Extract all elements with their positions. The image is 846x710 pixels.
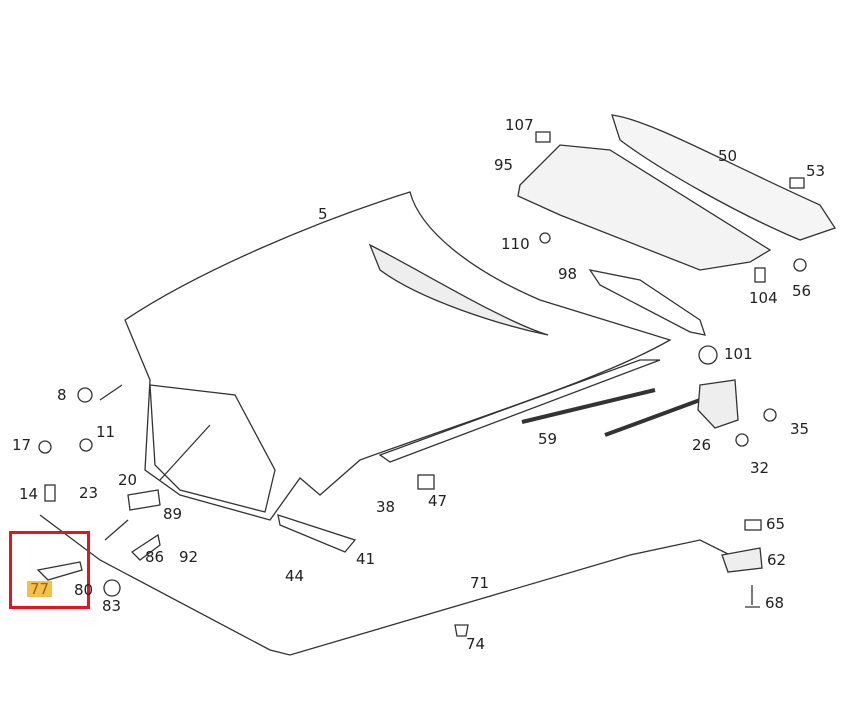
- part-label-41[interactable]: 41: [356, 550, 376, 568]
- part-label-101[interactable]: 101: [724, 345, 753, 363]
- lever-77: [36, 561, 83, 581]
- part-20: [127, 489, 161, 511]
- hood-panel: [124, 191, 672, 521]
- selection-box: [9, 531, 90, 609]
- gas-strut-59: [521, 388, 656, 424]
- part-label-104[interactable]: 104: [749, 289, 778, 307]
- part-label-56[interactable]: 56: [792, 282, 812, 300]
- latch-62: [721, 547, 763, 573]
- bracket-86: [130, 533, 161, 561]
- release-cable-71: [39, 514, 731, 656]
- part-label-77-highlighted[interactable]: 77: [27, 581, 53, 597]
- part-label-83[interactable]: 83: [102, 597, 122, 615]
- part-label-80[interactable]: 80: [74, 581, 94, 599]
- part-label-74[interactable]: 74: [466, 635, 486, 653]
- part-label-17[interactable]: 17: [12, 436, 32, 454]
- part-47: [417, 474, 435, 490]
- part-label-8[interactable]: 8: [57, 386, 67, 404]
- bolt-32: [735, 433, 749, 447]
- part-label-89[interactable]: 89: [163, 505, 183, 523]
- part-label-14[interactable]: 14: [19, 485, 39, 503]
- clip-65: [744, 519, 762, 531]
- bolt-110: [539, 232, 551, 244]
- part-label-71[interactable]: 71: [470, 574, 490, 592]
- bolt-68: [745, 585, 760, 608]
- part-label-26[interactable]: 26: [692, 436, 712, 454]
- part-label-110[interactable]: 110: [501, 235, 530, 253]
- part-label-53[interactable]: 53: [806, 162, 826, 180]
- bolt-56: [793, 258, 807, 272]
- part-label-47[interactable]: 47: [428, 492, 448, 510]
- part-label-98[interactable]: 98: [558, 265, 578, 283]
- part-label-50[interactable]: 50: [718, 147, 738, 165]
- clip-107: [535, 131, 551, 143]
- part-label-107[interactable]: 107: [505, 116, 534, 134]
- part-label-32[interactable]: 32: [750, 459, 770, 477]
- part-label-59[interactable]: 59: [538, 430, 558, 448]
- clip-53: [789, 177, 805, 189]
- hood-edge-strip: [378, 359, 661, 463]
- part-label-5[interactable]: 5: [318, 205, 328, 223]
- part-label-92[interactable]: 92: [179, 548, 199, 566]
- part-label-68[interactable]: 68: [765, 594, 785, 612]
- part-label-20[interactable]: 20: [118, 471, 138, 489]
- rod: [604, 398, 701, 437]
- part-label-95[interactable]: 95: [494, 156, 514, 174]
- arrow: [99, 384, 211, 541]
- part-label-65[interactable]: 65: [766, 515, 786, 533]
- emblem-101: [698, 345, 718, 365]
- seal-98: [588, 269, 706, 336]
- bolt-17: [38, 440, 52, 454]
- clip-14: [44, 484, 56, 502]
- bolt-35: [763, 408, 777, 422]
- part-label-62[interactable]: 62: [767, 551, 787, 569]
- part-label-11[interactable]: 11: [96, 423, 116, 441]
- air-intake-95: [517, 144, 772, 271]
- part-74: [454, 624, 469, 637]
- grommet-8: [77, 387, 93, 403]
- part-label-35[interactable]: 35: [790, 420, 810, 438]
- guide-41: [277, 514, 357, 553]
- clip-83: [103, 579, 121, 597]
- part-label-44[interactable]: 44: [285, 567, 305, 585]
- grille-frame-50: [611, 114, 837, 241]
- part-label-38[interactable]: 38: [376, 498, 396, 516]
- hinge-26: [697, 379, 739, 429]
- part-label-86[interactable]: 86: [145, 548, 165, 566]
- hood-inner-frame: [149, 384, 276, 513]
- hood-scoop: [368, 243, 549, 336]
- part-label-23[interactable]: 23: [79, 484, 99, 502]
- bolt-11: [79, 438, 93, 452]
- clip-104: [754, 267, 766, 283]
